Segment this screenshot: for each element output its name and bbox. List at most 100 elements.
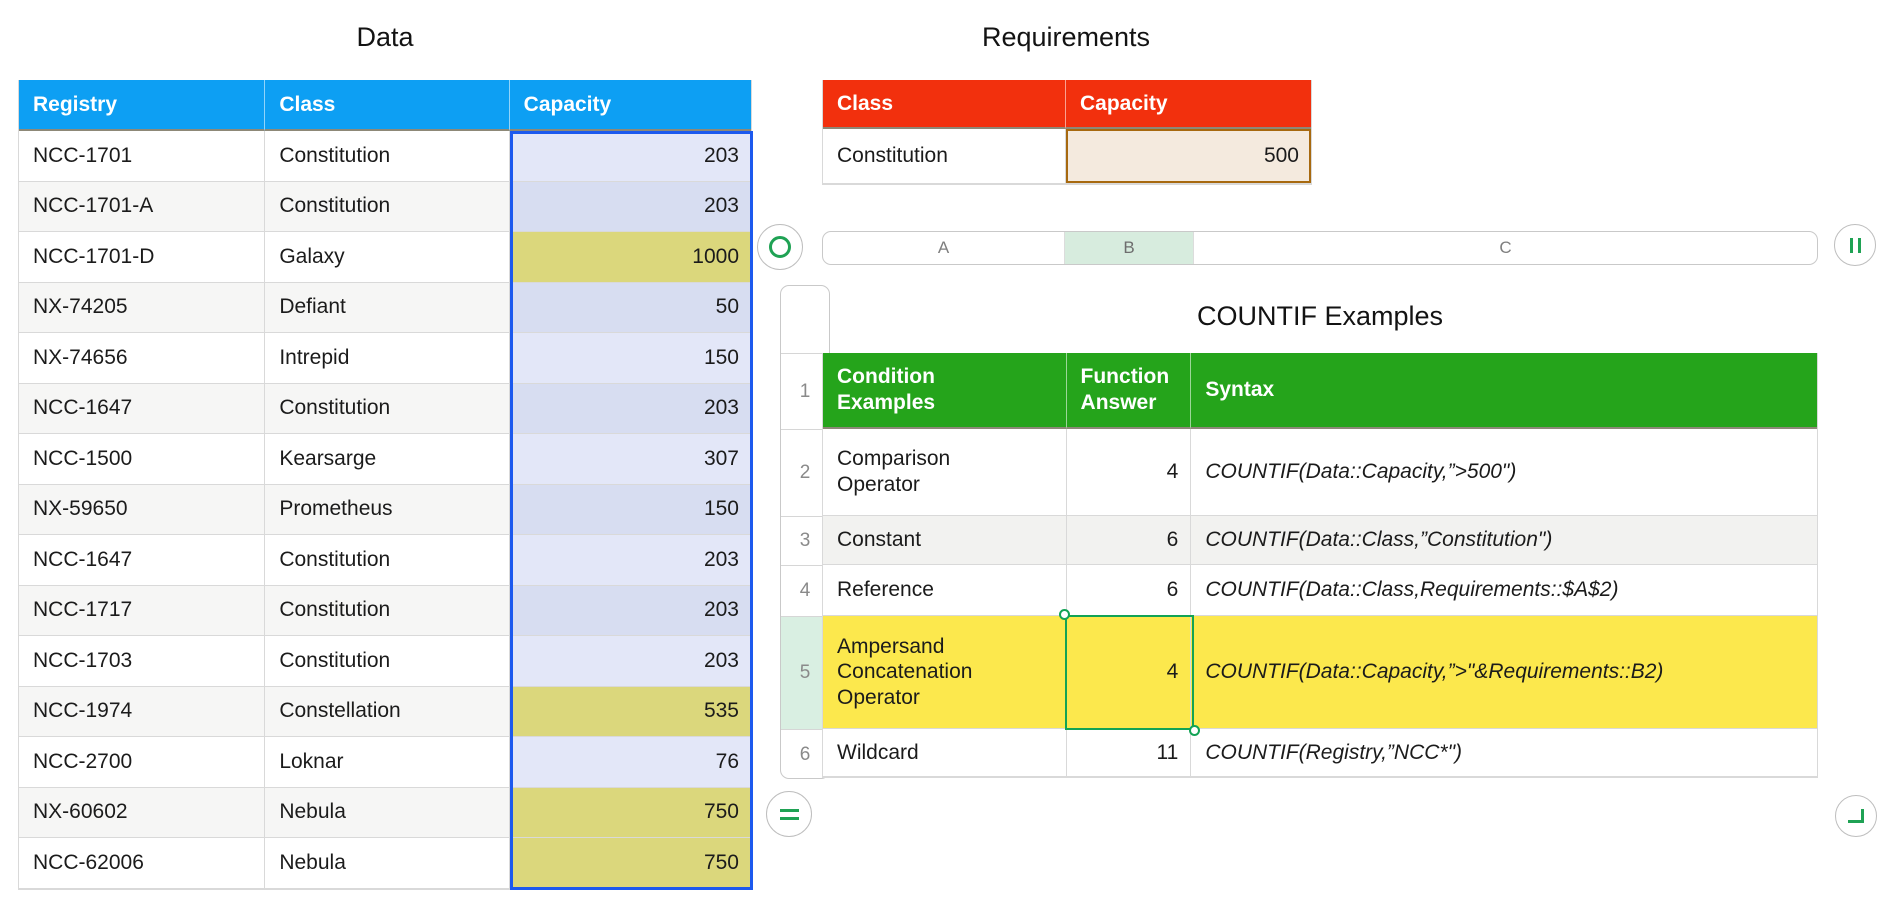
answer-cell[interactable]: 6	[1066, 516, 1192, 565]
row-header-2[interactable]: 2	[781, 430, 829, 517]
capacity-cell[interactable]: 50	[509, 282, 751, 333]
registry-cell[interactable]: NCC-1701-A	[19, 181, 266, 232]
condition-label: Comparison Operator	[837, 447, 951, 496]
requirement-capacity-cell[interactable]: 500	[1066, 129, 1311, 184]
table-row: Reference 6 COUNTIF(Data::Class,Requirem…	[823, 565, 1817, 616]
capacity-cell[interactable]: 150	[509, 333, 751, 384]
double-vertical-bars-icon	[1849, 237, 1861, 253]
countif-table-title: COUNTIF Examples	[1196, 301, 1444, 331]
data-table-title: Data	[356, 22, 414, 52]
registry-cell[interactable]: NX-74205	[19, 282, 266, 333]
registry-cell[interactable]: NCC-1647	[19, 535, 266, 586]
row-header-6[interactable]: 6	[799, 743, 811, 765]
capacity-cell[interactable]: 203	[509, 131, 751, 182]
capacity-cell[interactable]: 150	[509, 484, 751, 535]
data-header-registry[interactable]: Registry	[19, 80, 266, 131]
class-cell[interactable]: Kearsarge	[265, 434, 510, 485]
answer-cell[interactable]: 6	[1066, 565, 1192, 616]
class-cell[interactable]: Constitution	[265, 535, 510, 586]
registry-cell[interactable]: NCC-1703	[19, 636, 266, 687]
capacity-cell[interactable]: 203	[509, 535, 751, 586]
registry-cell[interactable]: NCC-1701	[19, 131, 266, 182]
row-header-5-selected[interactable]: 5	[781, 617, 829, 730]
column-header-b-selected[interactable]: B	[1065, 232, 1194, 264]
class-cell[interactable]: Nebula	[265, 787, 510, 838]
registry-cell[interactable]: NX-74656	[19, 333, 266, 384]
data-header-class[interactable]: Class	[265, 80, 510, 131]
capacity-cell-highlighted[interactable]: 750	[509, 787, 751, 838]
table-row: Constitution 500	[823, 129, 1311, 184]
requirement-class-cell[interactable]: Constitution	[823, 129, 1066, 184]
condition-cell[interactable]: Wildcard	[823, 729, 1067, 777]
registry-cell[interactable]: NCC-62006	[19, 838, 266, 889]
table-select-handle[interactable]	[757, 224, 803, 270]
add-columns-handle[interactable]	[1834, 224, 1876, 266]
capacity-cell[interactable]: 307	[509, 434, 751, 485]
table-resize-handle[interactable]	[1835, 795, 1877, 837]
capacity-cell-highlighted[interactable]: 535	[509, 686, 751, 737]
condition-label: Ampersand Concatenation Operator	[837, 634, 973, 709]
capacity-cell-highlighted[interactable]: 750	[509, 838, 751, 889]
countif-header-syntax[interactable]: Syntax	[1191, 353, 1817, 429]
class-cell[interactable]: Constitution	[265, 383, 510, 434]
class-cell[interactable]: Nebula	[265, 838, 510, 889]
add-rows-handle[interactable]	[766, 791, 812, 837]
condition-cell[interactable]: Constant	[823, 516, 1067, 565]
capacity-cell[interactable]: 203	[509, 636, 751, 687]
requirements-header-class[interactable]: Class	[823, 80, 1066, 129]
registry-cell[interactable]: NCC-1500	[19, 434, 266, 485]
row-header-1[interactable]: 1	[781, 354, 829, 430]
class-cell[interactable]: Constitution	[265, 636, 510, 687]
capacity-cell-highlighted[interactable]: 1000	[509, 232, 751, 283]
capacity-cell[interactable]: 203	[509, 181, 751, 232]
data-header-capacity[interactable]: Capacity	[509, 80, 751, 131]
table-row: NCC-1701-A Constitution 203	[19, 181, 751, 232]
condition-cell[interactable]: Ampersand Concatenation Operator	[823, 616, 1067, 729]
registry-cell[interactable]: NX-60602	[19, 787, 266, 838]
class-cell[interactable]: Constitution	[265, 585, 510, 636]
syntax-cell[interactable]: COUNTIF(Data::Capacity,”>"&Requirements:…	[1191, 616, 1817, 729]
registry-cell[interactable]: NX-59650	[19, 484, 266, 535]
row-header-4[interactable]: 4	[781, 566, 829, 617]
table-row: NX-59650 Prometheus 150	[19, 484, 751, 535]
syntax-cell[interactable]: COUNTIF(Data::Class,Requirements::$A$2)	[1191, 565, 1817, 616]
countif-header-answer[interactable]: Function Answer	[1066, 353, 1192, 429]
registry-cell[interactable]: NCC-1717	[19, 585, 266, 636]
syntax-cell[interactable]: COUNTIF(Data::Class,”Constitution")	[1191, 516, 1817, 565]
table-row: NCC-1647 Constitution 203	[19, 535, 751, 586]
table-row-highlighted: Ampersand Concatenation Operator 4 COUNT…	[823, 616, 1817, 729]
table-row: NX-60602 Nebula 750	[19, 787, 751, 838]
answer-cell[interactable]: 4	[1066, 429, 1192, 516]
answer-cell[interactable]: 11	[1066, 729, 1192, 777]
registry-cell[interactable]: NCC-1647	[19, 383, 266, 434]
capacity-cell[interactable]: 76	[509, 737, 751, 788]
row-header-3[interactable]: 3	[781, 517, 829, 566]
class-cell[interactable]: Constitution	[265, 181, 510, 232]
capacity-cell[interactable]: 203	[509, 585, 751, 636]
registry-cell[interactable]: NCC-1974	[19, 686, 266, 737]
capacity-cell[interactable]: 203	[509, 383, 751, 434]
condition-cell[interactable]: Comparison Operator	[823, 429, 1067, 516]
condition-cell[interactable]: Reference	[823, 565, 1067, 616]
class-cell[interactable]: Constitution	[265, 131, 510, 182]
table-row: NCC-1647 Constitution 203	[19, 383, 751, 434]
class-cell[interactable]: Galaxy	[265, 232, 510, 283]
class-cell[interactable]: Prometheus	[265, 484, 510, 535]
row-header-corner[interactable]	[781, 286, 829, 354]
class-cell[interactable]: Intrepid	[265, 333, 510, 384]
column-header-c[interactable]: C	[1499, 238, 1512, 257]
column-header-a[interactable]: A	[823, 232, 1065, 264]
answer-cell-selected[interactable]: 4	[1066, 616, 1192, 729]
data-table: Registry Class Capacity NCC-1701 Constit…	[18, 80, 752, 890]
table-row: Comparison Operator 4 COUNTIF(Data::Capa…	[823, 429, 1817, 516]
class-cell[interactable]: Constellation	[265, 686, 510, 737]
registry-cell[interactable]: NCC-2700	[19, 737, 266, 788]
class-cell[interactable]: Loknar	[265, 737, 510, 788]
syntax-cell[interactable]: COUNTIF(Data::Capacity,”>500")	[1191, 429, 1817, 516]
syntax-cell[interactable]: COUNTIF(Registry,”NCC*")	[1191, 729, 1817, 777]
countif-header-condition[interactable]: Condition Examples	[823, 353, 1067, 429]
requirements-table: Class Capacity Constitution 500	[822, 80, 1312, 185]
registry-cell[interactable]: NCC-1701-D	[19, 232, 266, 283]
class-cell[interactable]: Defiant	[265, 282, 510, 333]
requirements-header-capacity[interactable]: Capacity	[1066, 80, 1311, 129]
